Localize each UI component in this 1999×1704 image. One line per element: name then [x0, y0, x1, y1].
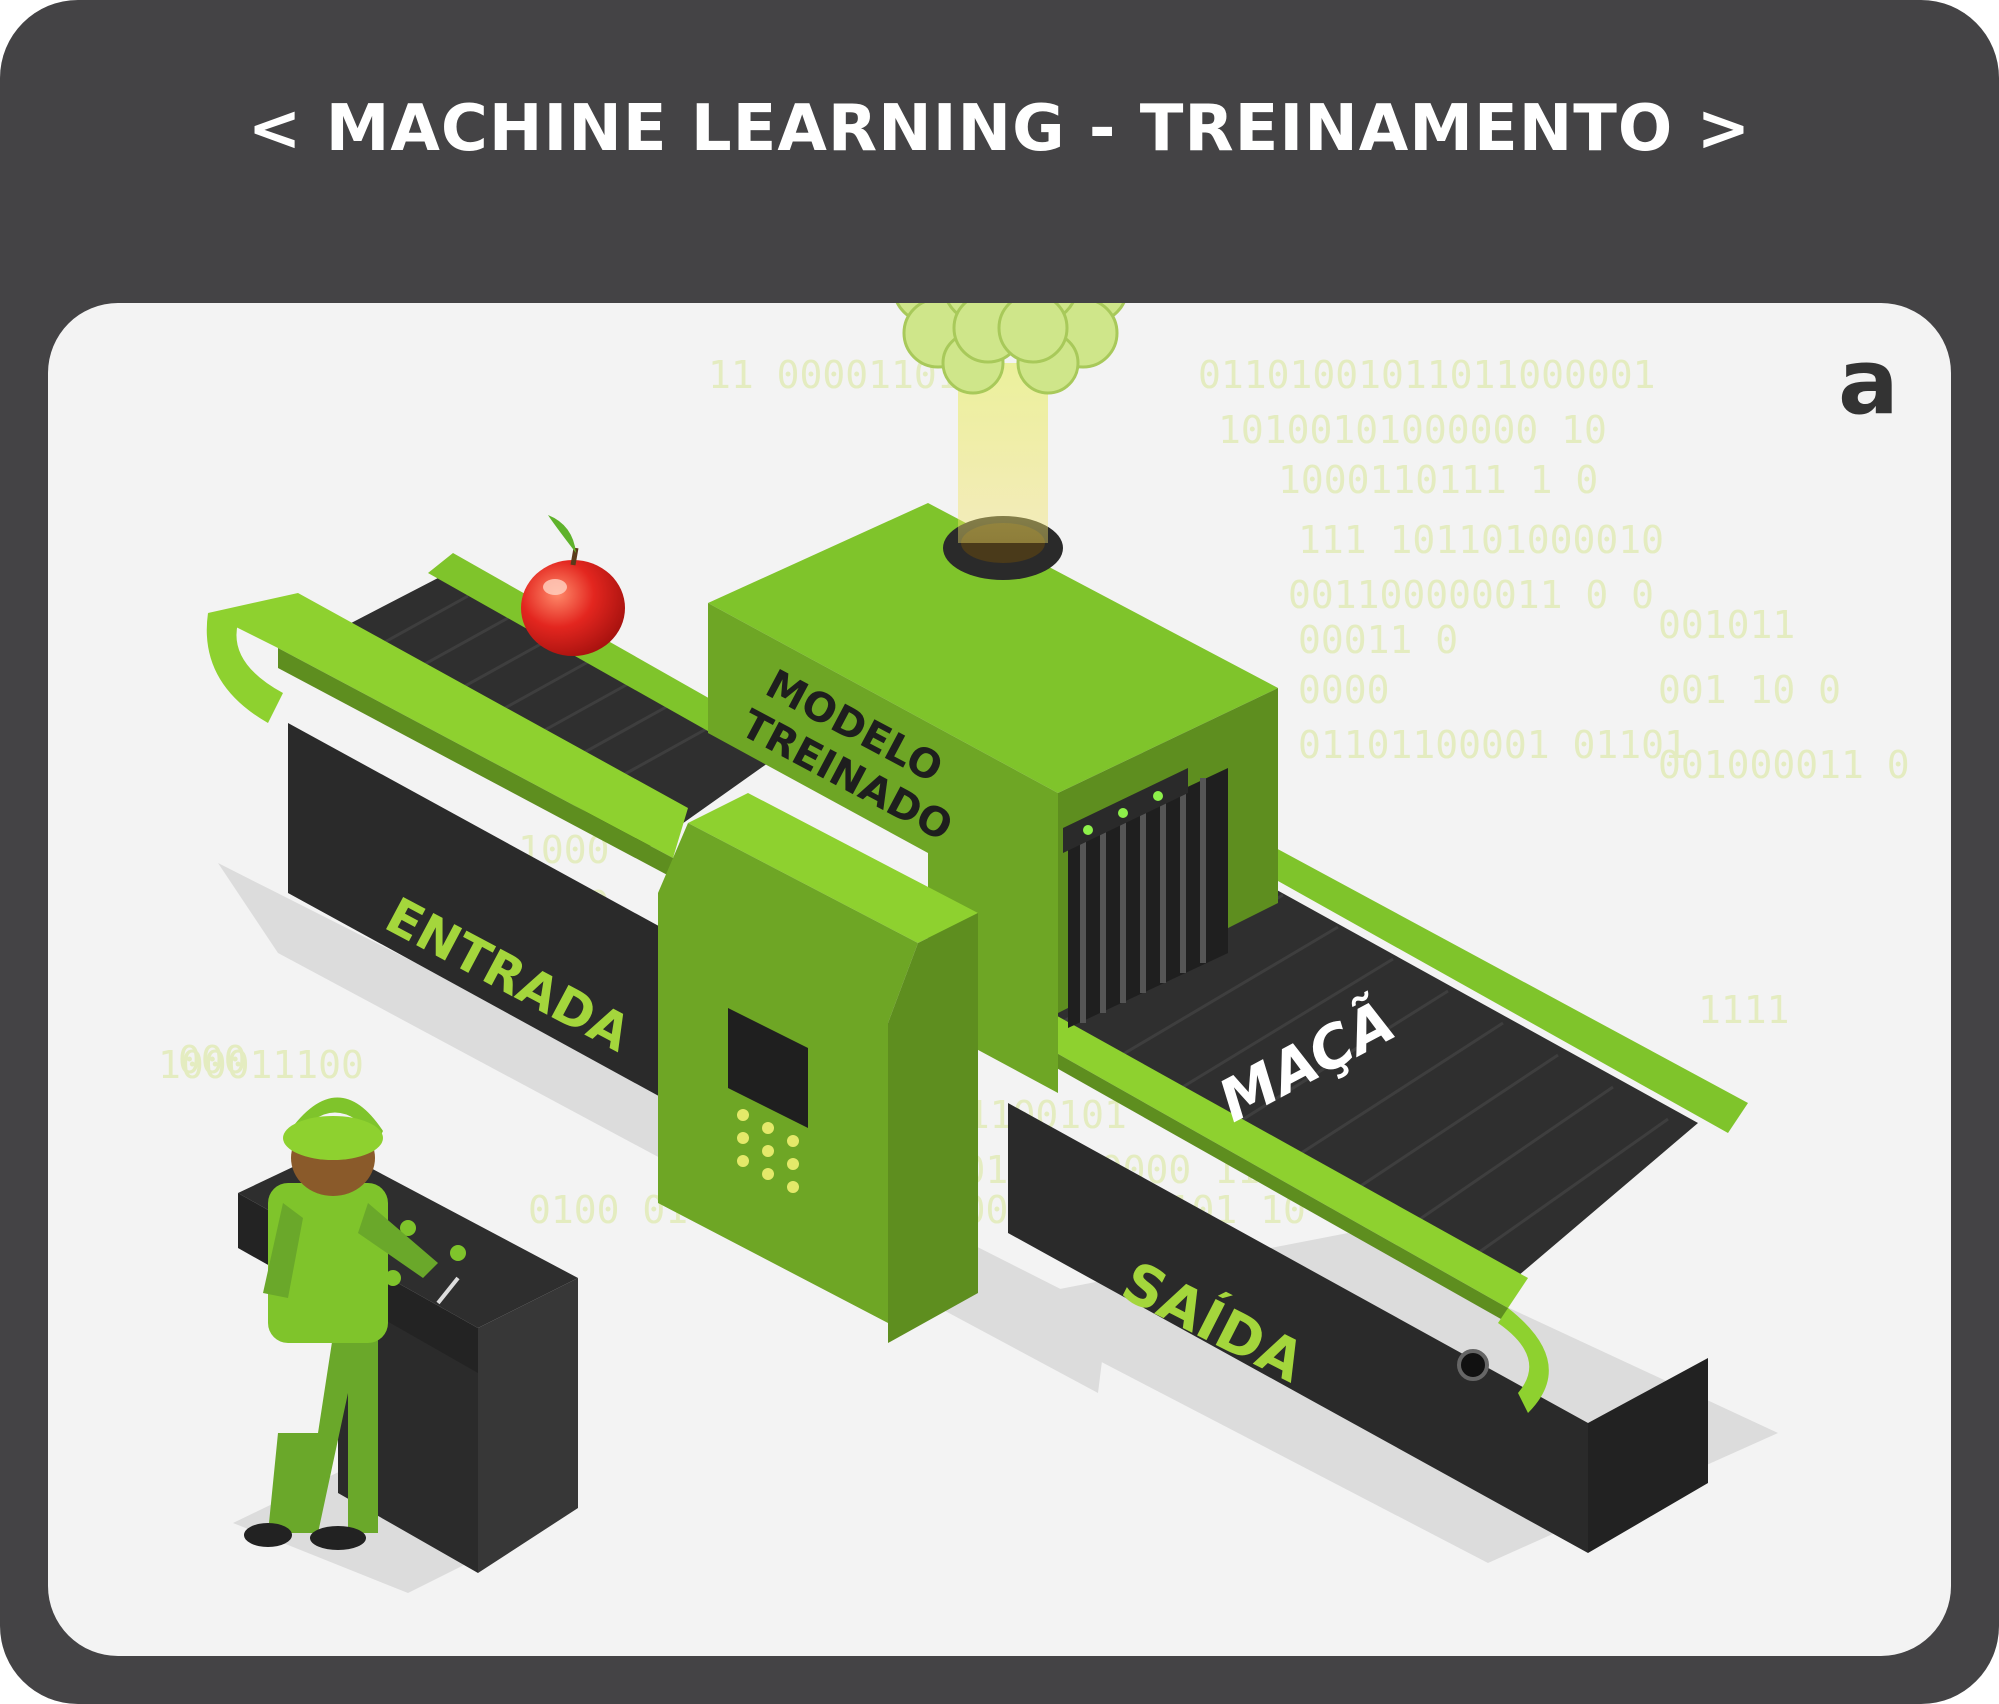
input-conveyor-side [288, 723, 708, 1123]
output-conveyor-end-cap [1498, 1308, 1549, 1413]
binary-string: 001011 [1658, 603, 1795, 647]
apple-icon [521, 515, 625, 656]
binary-string: 0000 [1298, 668, 1390, 712]
input-conveyor-belt [303, 578, 768, 848]
svg-text:a: a [1838, 330, 1899, 435]
binary-string: 111 101101000010 [1298, 518, 1664, 562]
keypad [737, 1109, 799, 1193]
brain-icon [895, 303, 1126, 395]
binary-string: 100011100 [158, 1043, 364, 1087]
brand-logo: a [1838, 330, 1899, 435]
binary-string: 1000110111 1 0 [1278, 458, 1598, 502]
input-conveyor-rail-edge [278, 648, 673, 878]
output-roller-bolt [1457, 1349, 1489, 1381]
scanner-led-1 [1083, 825, 1093, 835]
machine-top [708, 503, 1278, 793]
console-button-3 [385, 1270, 401, 1286]
output-conveyor-back-rail [1228, 833, 1748, 1133]
binary-string: 1111 [1698, 988, 1790, 1032]
scanner-led-3 [1153, 791, 1163, 801]
binary-string: 000 [178, 1038, 247, 1082]
control-column-side [888, 913, 978, 1343]
control-screen [728, 1008, 808, 1128]
scanner-bars [1080, 778, 1206, 1023]
output-conveyor-end-side [1588, 1358, 1708, 1553]
operator-figure [244, 1097, 438, 1550]
control-column-top [688, 793, 978, 943]
output-conveyor-side [1008, 1103, 1588, 1553]
input-conveyor-end-cap [206, 613, 283, 723]
binary-string: 01101001011011000001 [1198, 353, 1656, 397]
input-conveyor-back-rail [428, 553, 788, 765]
binary-string: 01101100001 01101 [1298, 723, 1687, 767]
output-conveyor-rail-edge [968, 1003, 1508, 1323]
input-conveyor-front-rail [208, 593, 688, 858]
binary-string: 00011 0 [1298, 618, 1458, 662]
binary-string: 10100101000000 10 [1218, 408, 1607, 452]
binary-string: 001 10 0 [1658, 668, 1841, 712]
console-button-2 [450, 1245, 466, 1261]
binary-string: 001000011 0 [1658, 743, 1910, 787]
console-pedestal-side [478, 1278, 578, 1573]
scanner-led-2 [1118, 808, 1128, 818]
page-title: < MACHINE LEARNING - TREINAMENTO > [247, 92, 1752, 166]
binary-string: 001100000011 0 0 [1288, 573, 1654, 617]
scanner-tunnel [1068, 768, 1228, 1028]
console-button-1 [400, 1220, 416, 1236]
output-conveyor-front-rail [968, 983, 1528, 1308]
console-lever [436, 1276, 460, 1305]
